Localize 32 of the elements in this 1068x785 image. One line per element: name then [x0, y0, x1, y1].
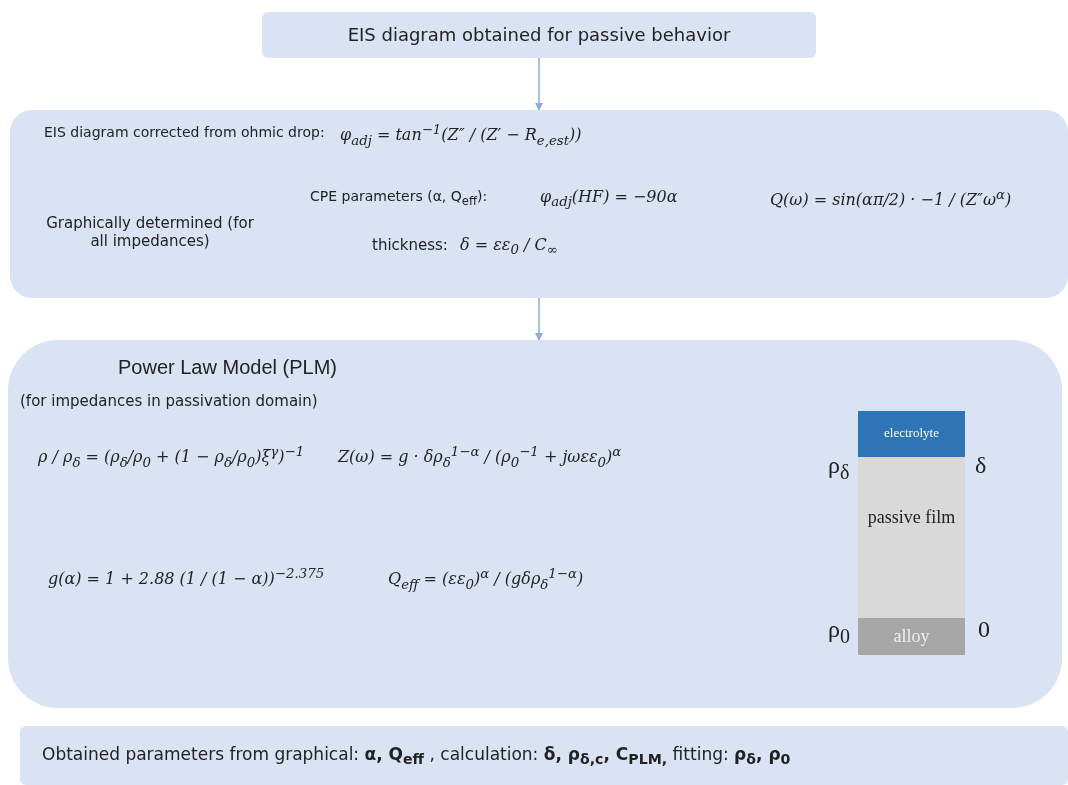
node-text: thickness:	[372, 236, 448, 254]
formula: Q$_{eff}$ = (εε$_{0}$)$^{α}$ / (gδρ$_{δ}$$^{1−α}$)	[388, 566, 584, 592]
node-text: EIS diagram corrected from ohmic drop:	[44, 124, 325, 140]
node-text: CPE parameters (α, Q$_{eff}$):	[310, 188, 488, 208]
formula: g(α) = 1 + 2.88 (1 / (1 − α))$^{−2.375}$	[48, 566, 325, 589]
symbol-label: ρ$_{δ}$	[828, 452, 850, 484]
process-panel	[10, 110, 1068, 298]
arrow	[535, 297, 543, 341]
node-text: (for impedances in passivation domain)	[20, 392, 318, 410]
result-box	[20, 726, 1068, 785]
formula: ρ / ρ$_{δ}$ = (ρ$_{δ}$/ρ$_{0}$ + (1 − ρ$_{δ}$/ρ$_{0}$)ξ$^{γ}$)$^{−1}$	[38, 444, 305, 470]
process-box	[262, 12, 816, 58]
electrolyte-layer	[858, 411, 965, 457]
symbol-label: ρ$_{0}$	[828, 616, 850, 648]
formula: Z(ω) = g · δρ$_{δ}$$^{1−α}$ / (ρ$_{0}$$^{−1}$ + jωεε$_{0}$)$^{α}$	[338, 444, 622, 470]
formula: δ = εε$_{0}$ / C$_{∞}$	[460, 235, 558, 258]
node-text: alloy	[892, 626, 931, 647]
formula: Q(ω) = sin(απ/2) · −1 / (Z″ω$^{α}$)	[770, 187, 1012, 210]
node-text: EIS diagram obtained for passive behavior	[346, 24, 732, 45]
formula: φ$_{adj}$ = tan$^{−1}$(Z″ / (Z′ − R$_{e,est}$))	[340, 122, 582, 148]
model-panel	[8, 340, 1062, 708]
alloy-layer	[858, 618, 965, 655]
arrow	[535, 57, 543, 111]
node-text: Graphically determined (for all impedances)	[45, 214, 255, 250]
symbol-label: δ	[975, 452, 987, 479]
node-text: passive film	[866, 507, 957, 528]
node-text: electrolyte	[883, 425, 940, 441]
panel-title: Power Law Model (PLM)	[118, 356, 337, 379]
formula: φ$_{adj}$(HF) = −90α	[540, 187, 678, 210]
passive-film-layer	[858, 457, 965, 618]
symbol-label: 0	[978, 616, 990, 643]
node-text: Obtained parameters from graphical: α, Q$_{eff}$ , calculation: δ, ρ$_{δ,c}$, C$_{PLM,}$ fitting: ρ$_{δ}$, ρ$_{0}$	[42, 744, 791, 768]
